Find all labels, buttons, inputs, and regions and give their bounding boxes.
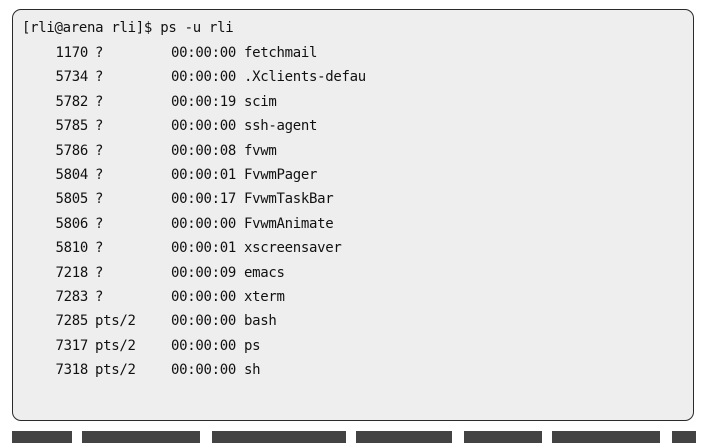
process-pid: 5782 (55, 93, 88, 110)
process-tty: pts/2 (95, 337, 136, 354)
process-tty: pts/2 (95, 362, 136, 379)
process-tty: ? (95, 45, 104, 61)
process-pid: 1170 (55, 45, 88, 61)
process-list: 1170? 00:00:00 fetchmail 5734? 00:00:00 .Xcli… (13, 44, 693, 385)
process-tty: ? (95, 93, 104, 110)
process-pid: 7285 (55, 313, 88, 330)
process-command: scim (244, 93, 277, 110)
process-pid: 5806 (55, 215, 88, 232)
process-time: 00:00:00 (171, 69, 237, 86)
process-pid: 7218 (55, 264, 88, 281)
process-command: emacs (244, 264, 285, 281)
process-command: bash (244, 313, 277, 330)
process-time: 00:00:01 (171, 166, 237, 183)
process-tty: pts/2 (95, 313, 136, 330)
process-row: 5786? 00:00:08 fvwm (13, 142, 693, 166)
process-pid: 5805 (55, 191, 88, 208)
shell-prompt-command: [rli@arena rli]$ ps -u rli (22, 20, 234, 36)
process-time: 00:00:00 (171, 337, 237, 354)
process-time: 00:00:17 (171, 191, 237, 208)
process-tty: ? (95, 215, 104, 232)
process-row: 5804? 00:00:01 FvwmPager (13, 166, 693, 190)
process-row: 7218? 00:00:09 emacs (13, 264, 693, 288)
process-command: FvwmTaskBar (244, 191, 334, 208)
process-command: ps (244, 337, 261, 354)
process-row: 5785? 00:00:00 ssh-agent (13, 117, 693, 141)
process-tty: ? (95, 191, 104, 208)
process-command: xterm (244, 288, 285, 305)
process-pid: 7317 (55, 337, 88, 354)
process-pid: 5734 (55, 69, 88, 86)
process-pid: 5810 (55, 240, 88, 257)
process-tty: ? (95, 288, 104, 305)
process-tty: ? (95, 118, 104, 135)
process-command: xscreensaver (244, 240, 342, 257)
process-row: 5734? 00:00:00 .Xclients-defau (13, 68, 693, 92)
process-time: 00:00:00 (171, 362, 237, 379)
process-pid: 5786 (55, 142, 88, 159)
process-tty: ? (95, 166, 104, 183)
process-time: 00:00:00 (171, 215, 237, 232)
process-row: 1170? 00:00:00 fetchmail (13, 44, 693, 68)
terminal-output-box: [rli@arena rli]$ ps -u rli 1170? 00:00:00… (12, 9, 694, 421)
process-time: 00:00:00 (171, 288, 237, 305)
process-row: 5805? 00:00:17 FvwmTaskBar (13, 190, 693, 214)
process-tty: ? (95, 240, 104, 257)
process-row: 7283? 00:00:00 xterm (13, 288, 693, 312)
process-row: 5782? 00:00:19 scim (13, 93, 693, 117)
process-time: 00:00:00 (171, 45, 237, 61)
process-pid: 5804 (55, 166, 88, 183)
process-command: FvwmAnimate (244, 215, 334, 232)
process-tty: ? (95, 142, 104, 159)
process-time: 00:00:00 (171, 313, 237, 330)
cropped-caption-text (12, 431, 702, 443)
process-pid: 7283 (55, 288, 88, 305)
process-command: fvwm (244, 142, 277, 159)
process-row: 7317 pts/2 00:00:00 ps (13, 337, 693, 361)
process-row: 7318 pts/2 00:00:00 sh (13, 361, 693, 385)
process-command: ssh-agent (244, 118, 318, 135)
process-command: sh (244, 362, 261, 379)
process-time: 00:00:09 (171, 264, 237, 281)
process-pid: 7318 (55, 362, 88, 379)
process-command: fetchmail (244, 45, 318, 61)
process-time: 00:00:00 (171, 118, 237, 135)
process-row: 5810? 00:00:01 xscreensaver (13, 239, 693, 263)
process-tty: ? (95, 69, 104, 86)
process-row: 7285 pts/2 00:00:00 bash (13, 312, 693, 336)
process-pid: 5785 (55, 118, 88, 135)
process-time: 00:00:19 (171, 93, 237, 110)
process-time: 00:00:01 (171, 240, 237, 257)
process-command: FvwmPager (244, 166, 318, 183)
process-time: 00:00:08 (171, 142, 237, 159)
process-tty: ? (95, 264, 104, 281)
process-command: .Xclients-defau (244, 69, 366, 86)
process-row: 5806? 00:00:00 FvwmAnimate (13, 215, 693, 239)
